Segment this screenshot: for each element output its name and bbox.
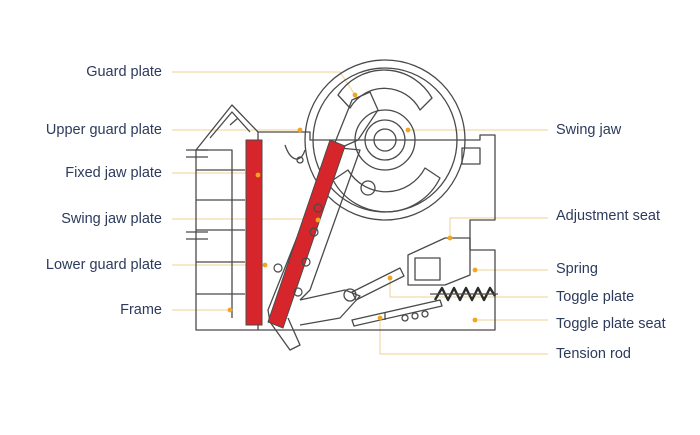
- label-frame: Frame: [120, 302, 162, 318]
- flywheel: [304, 59, 466, 221]
- label-fixed-jaw-plate: Fixed jaw plate: [65, 165, 162, 181]
- label-swing-jaw-plate: Swing jaw plate: [61, 211, 162, 227]
- tension-rod-shape: [351, 299, 443, 327]
- leader-tension-rod: [379, 318, 548, 355]
- frame-body: [258, 131, 496, 331]
- leader-adjustment-seat: [449, 217, 548, 238]
- swing-jaw-plate-shape: [267, 139, 346, 329]
- label-spring: Spring: [556, 261, 598, 277]
- spring-shape: [433, 286, 497, 302]
- adjustment-seat-shape: [407, 237, 471, 286]
- label-adjustment-seat: Adjustment seat: [556, 208, 660, 224]
- leader-guard-plate: [172, 71, 356, 96]
- label-lower-guard-plate: Lower guard plate: [45, 257, 162, 273]
- label-toggle-plate: Toggle plate: [556, 289, 635, 305]
- label-swing-jaw: Swing jaw: [556, 122, 622, 138]
- label-toggle-plate-seat: Toggle plate seat: [556, 316, 666, 332]
- label-upper-guard-plate: Upper guard plate: [45, 122, 162, 138]
- label-tension-rod: Tension rod: [556, 346, 631, 362]
- label-guard-plate: Guard plate: [86, 64, 162, 80]
- fixed-jaw-plate-shape: [245, 139, 263, 326]
- toggle-plate-shape: [351, 267, 405, 301]
